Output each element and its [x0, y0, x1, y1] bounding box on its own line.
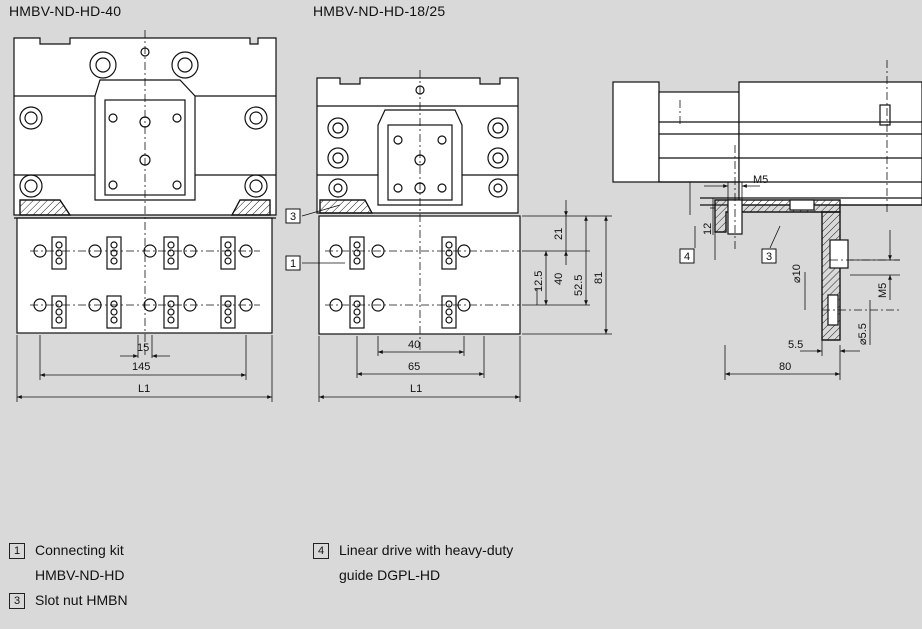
- callout-box-3-right: [761, 248, 777, 264]
- legend-item-3-line1: Slot nut HMBN: [35, 592, 128, 608]
- middle-dim-65: 65: [408, 361, 420, 373]
- legend-item-4-line2: guide DGPL-HD: [339, 567, 441, 583]
- middle-dim-81: 81: [593, 272, 605, 284]
- middle-dim-52-5: 52.5: [573, 275, 585, 296]
- callout-box-4: [679, 248, 695, 264]
- callout-1: 1: [290, 258, 296, 270]
- left-dim-15: 15: [137, 342, 149, 354]
- right-dim-phi10: ⌀10: [791, 264, 803, 283]
- right-dim-M5-vertical: M5: [877, 283, 889, 298]
- callout-box-3-middle: [285, 208, 301, 224]
- right-dim-phi5-5: ⌀5.5: [857, 323, 869, 345]
- middle-dim-40: 40: [408, 339, 420, 351]
- middle-view-title: HMBV-ND-HD-18/25: [313, 3, 446, 19]
- right-dim-80: 80: [779, 361, 791, 373]
- legend-right: 4 Linear drive with heavy-duty guide DGP…: [313, 538, 513, 588]
- legend-item-4-line1: Linear drive with heavy-duty: [339, 542, 514, 558]
- middle-dim-21: 21: [553, 228, 565, 240]
- right-view: [612, 60, 922, 380]
- legend-item-1-line2: HMBV-ND-HD: [35, 567, 125, 583]
- legend-number-box: 4: [313, 543, 329, 559]
- legend-number-box: 1: [9, 543, 25, 559]
- legend-item-1: 1 Connecting kit HMBV-ND-HD: [9, 538, 128, 588]
- legend-left: 1 Connecting kit HMBV-ND-HD 3 Slot nut H…: [9, 538, 128, 613]
- left-slot-blocks: [33, 236, 253, 329]
- right-dim-12: 12: [702, 223, 714, 235]
- middle-dim-40-vertical: 40: [553, 273, 565, 285]
- left-dim-L1: L1: [138, 383, 150, 395]
- left-view: [13, 30, 277, 402]
- middle-dim-L1: L1: [410, 383, 422, 395]
- right-dim-5-5: 5.5: [788, 339, 803, 351]
- left-dim-145: 145: [132, 361, 150, 373]
- callout-3-right: 3: [766, 251, 772, 263]
- left-view-title: HMBV-ND-HD-40: [9, 3, 122, 19]
- middle-view: [301, 70, 612, 402]
- legend-item-1-line1: Connecting kit: [35, 542, 124, 558]
- legend-item-3: 3 Slot nut HMBN: [9, 588, 128, 613]
- legend-number-box: 3: [9, 593, 25, 609]
- callout-3-middle: 3: [290, 211, 296, 223]
- callout-4: 4: [684, 251, 690, 263]
- legend-item-4: 4 Linear drive with heavy-duty guide DGP…: [313, 538, 513, 588]
- callout-box-1: [285, 255, 301, 271]
- middle-dim-12-5: 12.5: [533, 271, 545, 292]
- right-dim-M5: M5: [753, 174, 768, 186]
